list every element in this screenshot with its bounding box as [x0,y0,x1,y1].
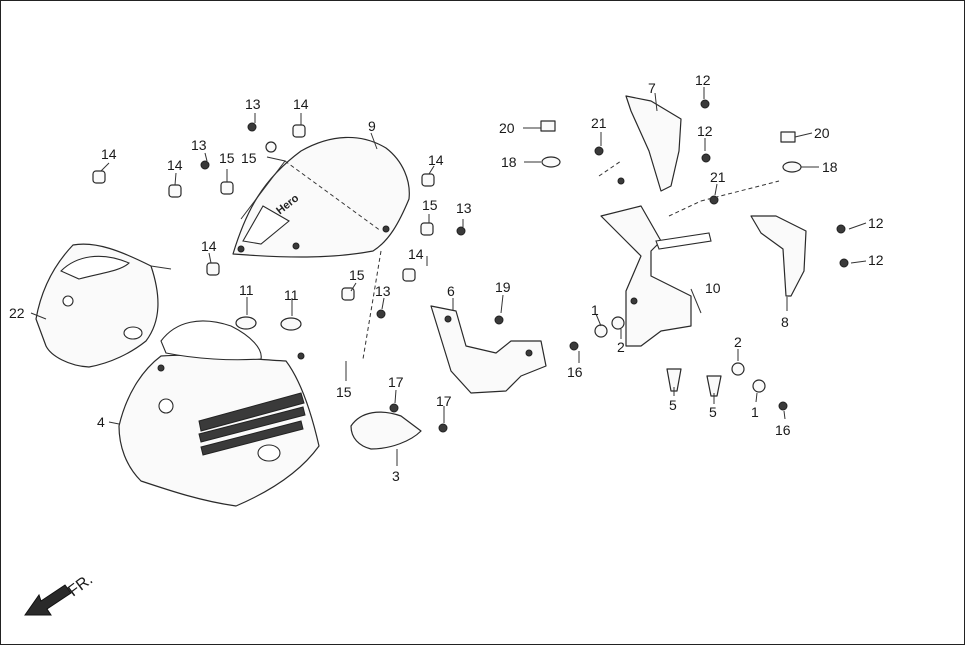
windscreen: Hero [232,136,410,258]
callout-2: 2 [734,334,742,350]
callout-19: 19 [495,279,511,295]
callout-12: 12 [697,123,713,139]
callout-14: 14 [167,157,183,173]
callout-5: 5 [669,397,677,413]
callout-21: 21 [710,169,726,185]
callout-2: 2 [617,339,625,355]
callout-5: 5 [709,404,717,420]
callout-8: 8 [781,314,789,330]
callout-14: 14 [101,146,117,162]
callout-22: 22 [9,305,25,321]
callout-15: 15 [219,150,235,166]
callout-18: 18 [501,154,517,170]
direction-arrow-icon [24,584,72,616]
headlight-cover [35,243,172,368]
direction-label: FR. [65,571,96,600]
callout-15: 15 [241,150,257,166]
callout-15: 15 [336,384,352,400]
callout-17: 17 [436,393,452,409]
callout-1: 1 [591,302,599,318]
front-fairing [118,320,320,507]
callout-16: 16 [567,364,583,380]
fasteners [200,99,849,433]
bracket-6 [430,305,547,394]
front-direction-indicator: FR. [24,571,96,616]
inner-cover-3 [350,411,422,466]
callout-14: 14 [201,238,217,254]
callout-6: 6 [447,283,455,299]
callouts: 13 14 9 13 15 15 14 14 14 15 13 14 14 15… [9,72,884,484]
callout-15: 15 [422,197,438,213]
callout-14: 14 [428,152,444,168]
callout-3: 3 [392,468,400,484]
main-stay [600,177,712,347]
callout-4: 4 [97,414,105,430]
callout-11: 11 [239,282,254,298]
callout-16: 16 [775,422,791,438]
callout-12: 12 [868,252,884,268]
callout-13: 13 [191,137,207,153]
callout-1: 1 [751,404,759,420]
callout-20: 20 [499,120,515,136]
bracket-7 [625,95,682,192]
callout-11: 11 [284,287,299,303]
callout-13: 13 [245,96,261,112]
grommets-11 [235,316,302,331]
callout-15: 15 [349,267,365,283]
callout-14: 14 [293,96,309,112]
spacers-15 [220,141,434,301]
callout-13: 13 [456,200,472,216]
callout-20: 20 [814,125,830,141]
callout-17: 17 [388,374,404,390]
callout-7: 7 [648,80,656,96]
bracket-8 [750,215,807,297]
callout-9: 9 [368,118,376,134]
leader-lines [30,87,867,425]
callout-14: 14 [408,246,424,262]
callout-12: 12 [695,72,711,88]
callout-10: 10 [705,280,721,296]
callout-13: 13 [375,283,391,299]
callout-18: 18 [822,159,838,175]
callout-12: 12 [868,215,884,231]
collars-14 [92,124,435,282]
callout-21: 21 [591,115,607,131]
